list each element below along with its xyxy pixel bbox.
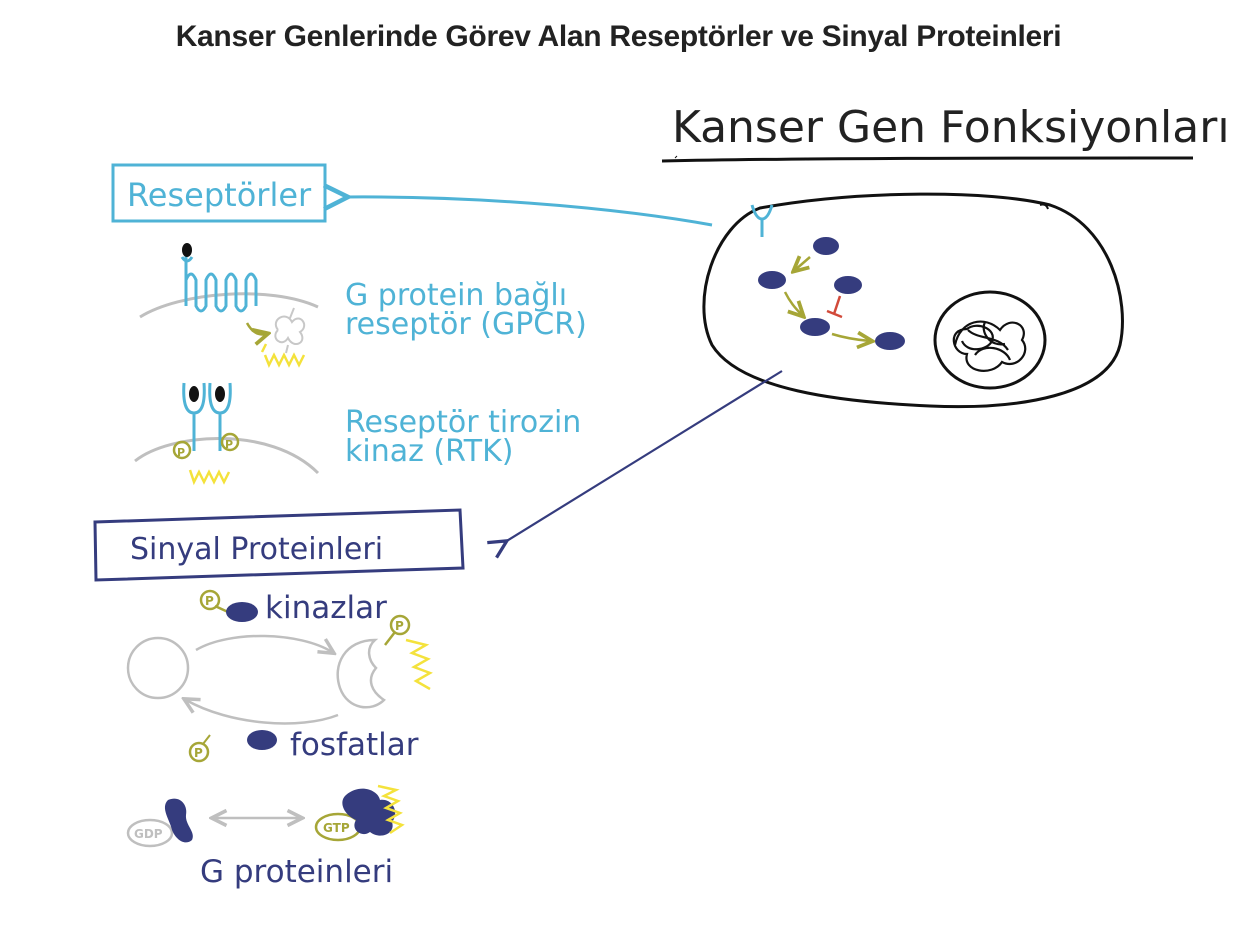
gpcr-signal-burst <box>260 343 306 369</box>
rtk-illustration <box>134 382 320 486</box>
cell-membrane <box>702 192 1124 409</box>
receptors-box <box>111 163 327 223</box>
g-protein-switch <box>126 784 405 848</box>
g-protein-signal-burst <box>377 784 405 835</box>
activation-arrow-1 <box>795 257 811 270</box>
receptors-heading: Reseptörler <box>127 176 312 214</box>
active-protein <box>336 638 386 709</box>
protein-blob-3 <box>834 276 862 294</box>
rtk-receptor-left <box>182 382 206 451</box>
nucleus <box>933 290 1047 390</box>
g-protein-sketch <box>274 307 306 354</box>
gdp-badge <box>126 818 174 848</box>
chromatin <box>952 320 1027 372</box>
kinase-signal-burst <box>405 638 433 691</box>
inhibition-arrow <box>826 295 843 319</box>
phosphatases-label: fosfatlar <box>290 727 419 763</box>
phosphate-icon <box>188 741 210 763</box>
ligand-icon <box>182 243 192 257</box>
p-symbol: P <box>395 619 404 633</box>
protein-blob-1 <box>813 237 839 255</box>
underline-tick <box>674 155 678 159</box>
protein-blob-2 <box>758 271 786 289</box>
active-g-protein <box>342 788 396 836</box>
gpcr-label-line2: reseptör (GPCR) <box>345 307 587 342</box>
inactive-protein <box>126 636 190 700</box>
gtp-text: GTP <box>323 821 350 835</box>
gpcr-illustration <box>139 243 319 369</box>
rtk-ligand-left-icon <box>189 386 199 402</box>
kinase-phosphatase-cycle <box>126 589 433 763</box>
g-proteins-label: G proteinleri <box>200 854 393 890</box>
inactive-g-protein <box>164 798 193 843</box>
activation-arrow-3 <box>831 334 870 341</box>
rtk-label-line1: Reseptör tirozin <box>345 405 581 440</box>
gpcr-receptor <box>184 255 258 313</box>
rtk-receptor-right <box>208 382 232 451</box>
cell-receptor-icon <box>750 204 774 237</box>
gpcr-activation-arrow <box>245 322 266 335</box>
main-heading: Kanser Gen Fonksiyonları <box>672 102 1230 153</box>
kinases-label: kinazlar <box>265 590 387 626</box>
p-symbol: P <box>205 594 214 608</box>
protein-blob-5 <box>875 332 905 350</box>
p-symbol: P <box>225 438 233 451</box>
kinase-blob <box>226 602 258 622</box>
rtk-ligand-right-icon <box>215 386 225 402</box>
phosphatase-blob <box>247 730 277 750</box>
dephosphorylation-arrow <box>186 700 339 725</box>
phosphate-icon <box>199 589 221 611</box>
gpcr-label-line1: G protein bağlı <box>345 278 567 313</box>
activation-arrow-2 <box>783 291 802 315</box>
phosphorylation-arrow <box>195 634 332 652</box>
rtk-signal-burst <box>188 469 231 486</box>
phosphate-icon <box>220 432 240 452</box>
rtk-label-line2: kinaz (RTK) <box>345 434 513 469</box>
phosphate-icon <box>172 440 192 460</box>
signal-proteins-box <box>93 508 465 582</box>
p-symbol: P <box>194 746 203 760</box>
arrow-to-signal-proteins <box>505 370 783 542</box>
arrow-to-receptors <box>345 197 713 227</box>
p-symbol: P <box>177 446 185 459</box>
phosphate-icon <box>389 614 411 636</box>
gdp-text: GDP <box>134 827 163 841</box>
figure-title: Kanser Genlerinde Görev Alan Reseptörler… <box>175 20 1062 53</box>
cell <box>702 192 1124 409</box>
signal-proteins-heading: Sinyal Proteinleri <box>130 532 383 567</box>
protein-blob-4 <box>800 318 830 336</box>
main-heading-underline <box>661 156 1194 163</box>
